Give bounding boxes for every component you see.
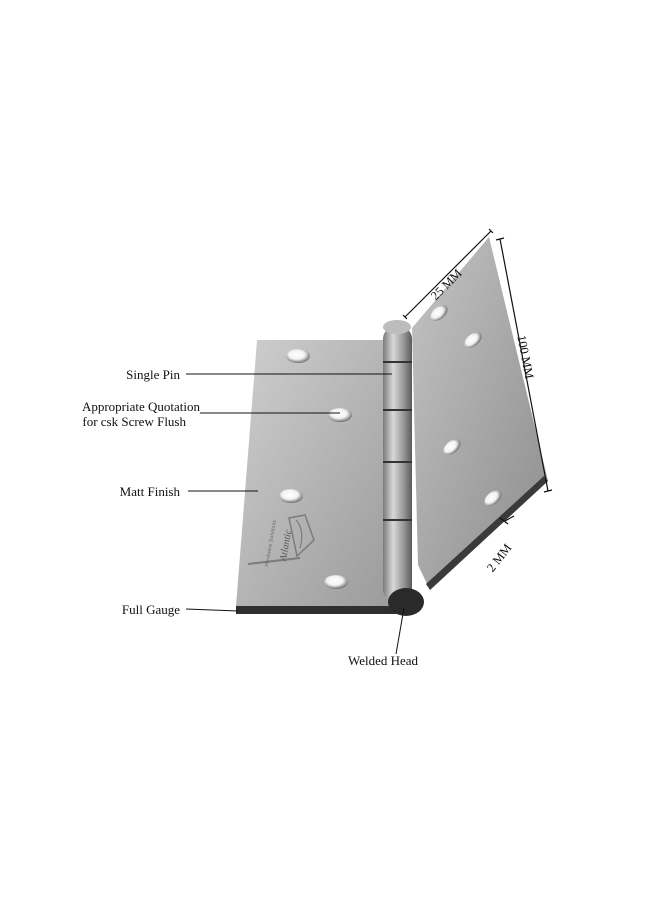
welded-head (388, 588, 424, 616)
left-leaf (236, 340, 400, 614)
label-quotation-line2: for csk Screw Flush (82, 414, 186, 429)
screw-hole (286, 349, 310, 363)
callout-lines (185, 373, 405, 655)
hinge-knuckle (383, 320, 424, 616)
screw-hole (464, 332, 482, 348)
label-quotation-line1: Appropriate Quotation (81, 399, 200, 414)
screw-hole (430, 305, 448, 321)
screw-hole (279, 489, 303, 503)
brand-logo-icon (247, 514, 315, 565)
label-full-gauge: Full Gauge (121, 602, 180, 617)
screw-hole (328, 408, 352, 422)
label-single-pin: Single Pin (126, 367, 180, 382)
label-welded-head: Welded Head (348, 653, 419, 668)
screw-hole (443, 439, 461, 455)
screw-hole (484, 490, 502, 506)
dimension-lines (402, 228, 553, 525)
right-leaf (412, 237, 548, 590)
label-matt-finish: Matt Finish (119, 484, 180, 499)
screw-hole (324, 575, 348, 589)
